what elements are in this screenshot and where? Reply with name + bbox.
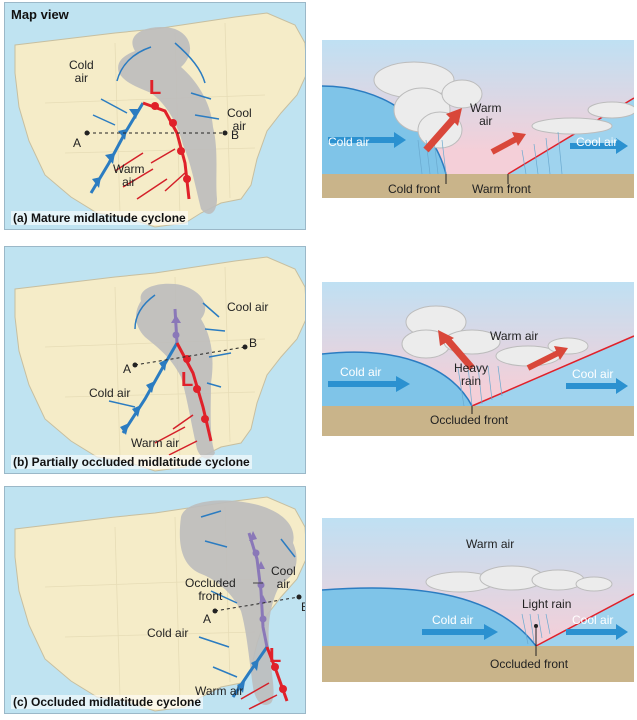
cross-warm-air-label: Warm air <box>470 101 502 128</box>
cool-air-label: Cool air <box>227 106 252 133</box>
cross-cold-air-label: Cold air <box>328 135 370 149</box>
cross-cold-air-label: Cold air <box>340 365 382 379</box>
caption-a: (a) Mature midlatitude cyclone <box>11 211 188 225</box>
caption-c: (c) Occluded midlatitude cyclone <box>11 695 204 709</box>
occluded-front-label: Occluded front <box>430 413 509 427</box>
warm-front-label: Warm front <box>472 182 531 196</box>
point-b-label: B <box>231 128 240 142</box>
map-b-drawing <box>5 247 305 473</box>
panel-a: Map view L Cold air Cool air Warm air A … <box>4 2 634 230</box>
cross-warm-air-label: Warm air <box>466 537 515 551</box>
low-pressure-marker: L <box>149 77 162 99</box>
occluded-front-label: Occluded front <box>490 657 569 671</box>
cool-air-label: Cool air <box>227 300 269 314</box>
point-b-label: B <box>249 336 258 350</box>
map-a-drawing <box>5 3 305 229</box>
caption-b: (b) Partially occluded midlatitude cyclo… <box>11 455 252 469</box>
cross-section-b: Warm air Cold air Heavy rain Cool air Oc… <box>322 282 634 436</box>
point-a-label: A <box>203 612 212 626</box>
low-pressure-marker: L <box>269 645 282 667</box>
cold-air-label: Cold air <box>69 58 94 85</box>
cool-air-label: Cool air <box>271 564 296 591</box>
panel-b: L Cool air Cold air Warm air A B (b) Par… <box>4 246 634 474</box>
cross-cool-air-label: Cool air <box>576 135 618 149</box>
cross-section-c: Warm air Light rain Cold air Cool air Oc… <box>322 518 634 682</box>
cross-section-b-drawing <box>322 282 634 436</box>
heavy-rain-label: Heavy rain <box>454 361 489 388</box>
warm-air-label: Warm air <box>131 436 180 450</box>
cross-section-a: Cold air Warm air Cool air Cold front Wa… <box>322 40 634 198</box>
point-a-label: A <box>123 362 132 376</box>
warm-air-label: Warm air <box>195 684 244 698</box>
cross-warm-air-label: Warm air <box>490 329 539 343</box>
low-pressure-marker: L <box>181 369 194 391</box>
map-c-drawing <box>5 487 305 713</box>
point-b-label: B <box>301 601 305 614</box>
cold-air-label: Cold air <box>89 386 131 400</box>
map-b: L Cool air Cold air Warm air A B (b) Par… <box>4 246 306 474</box>
occluded-front-map-label: Occluded front <box>185 576 236 603</box>
warm-air-label: Warm air <box>113 162 145 189</box>
cross-cool-air-label: Cool air <box>572 367 614 381</box>
cross-section-c-drawing <box>322 518 634 682</box>
light-rain-label: Light rain <box>522 597 572 611</box>
map-c: L Occluded front Cool air Cold air Warm … <box>4 486 306 714</box>
point-a-label: A <box>73 136 82 150</box>
cross-cool-air-label: Cool air <box>572 613 614 627</box>
cross-cold-air-label: Cold air <box>432 613 474 627</box>
cold-front-label: Cold front <box>388 182 441 196</box>
cold-air-label: Cold air <box>147 626 189 640</box>
panel-c: L Occluded front Cool air Cold air Warm … <box>4 486 634 714</box>
map-a: Map view L Cold air Cool air Warm air A … <box>4 2 306 230</box>
cross-section-a-drawing <box>322 40 634 198</box>
map-view-label: Map view <box>11 7 69 22</box>
